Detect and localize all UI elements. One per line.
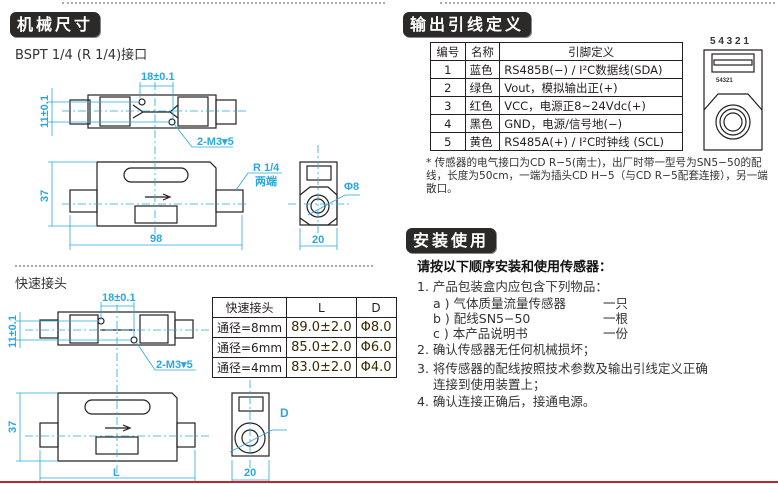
cell: 5	[430, 132, 466, 151]
cell: 1	[430, 60, 466, 79]
dim-length: 98	[150, 233, 162, 245]
dim-height: 11±0.1	[7, 315, 19, 348]
dim-length: L	[113, 467, 120, 479]
cell: 2	[430, 78, 466, 97]
step-3: 3. 将传感器的配线按照技术参数及输出引线定义正确	[417, 361, 708, 376]
cell: 红色	[464, 96, 501, 115]
item-a: a ) 气体质量流量传感器一只	[433, 296, 629, 311]
connector-diagram: 5 4 3 2 1 54321	[703, 36, 763, 151]
cell: 通径=4mm	[211, 357, 288, 378]
quick-connector-label: 快速接头	[15, 277, 68, 292]
bottom-rule	[0, 481, 778, 483]
dim-pitch: 18±0.1	[102, 292, 136, 304]
cell: 通径=6mm	[211, 337, 288, 358]
quick-connector-table: 快速接头 L D 通径=8mm 89.0±2.0 Φ8.0 通径=6mm 85.…	[211, 297, 397, 378]
cell: Φ8.0	[355, 317, 397, 338]
cell: 85.0±2.0	[286, 337, 357, 358]
dim-screw: 2-M3▾5	[197, 136, 234, 148]
thread-right	[215, 99, 237, 125]
install-instructions: 请按以下顺序安装和使用传感器： 1. 产品包装盒内应包含下列物品： a ) 气体…	[417, 259, 777, 410]
section-title-pinout: 输出引线定义	[403, 12, 532, 37]
table-row: 通径=8mm 89.0±2.0 Φ8.0	[211, 317, 397, 338]
header-cell: L	[286, 297, 357, 318]
dim-thread-note: 两端	[255, 174, 277, 188]
header-cell: 名称	[464, 42, 501, 61]
item-c: c ) 本产品说明书一份	[433, 326, 629, 341]
cell: 83.0±2.0	[286, 357, 357, 378]
table-row: 通径=6mm 85.0±2.0 Φ6.0	[211, 337, 397, 358]
dim-diameter: Φ8	[344, 181, 359, 193]
section-title-installation: 安装使用	[406, 228, 497, 253]
install-intro: 请按以下顺序安装和使用传感器：	[417, 260, 613, 275]
step-1: 1. 产品包装盒内应包含下列物品：	[417, 279, 608, 294]
cell: RS485B(−) / I²C数据线(SDA)	[499, 60, 683, 79]
header-cell: 编号	[430, 42, 466, 61]
drawing-quick-end-view: D 20	[229, 380, 289, 483]
dim-pitch: 18±0.1	[141, 71, 175, 83]
cell: 黑色	[464, 114, 501, 133]
step-2: 2. 确认传感器无任何机械损坏；	[417, 342, 596, 357]
cell: 3	[430, 96, 466, 115]
dim-height-side: 37	[39, 190, 51, 202]
header-cell: D	[355, 297, 397, 318]
drawing-quick-connector: 18±0.1 11±0.1 2-M3▾5 37 L	[7, 292, 210, 482]
connector-pin-numbers: 5 4 3 2 1	[710, 36, 749, 47]
cell: 4	[430, 114, 466, 133]
cell: VCC，电源正8~24Vdc(+)	[499, 96, 683, 115]
cell: Φ6.0	[355, 337, 397, 358]
drawing-bspt: 18±0.1 11±0.1 2-M3▾5 R 1/4 两端 Φ8 37 98 2…	[39, 71, 360, 250]
cell: 89.0±2.0	[286, 317, 357, 338]
dim-diameter: D	[280, 406, 289, 420]
dim-width: 20	[312, 234, 324, 246]
connector-pin-numbers-small: 54321	[716, 78, 733, 84]
table-header-row: 编号 名称 引脚定义	[430, 42, 683, 61]
cell: RS485A(+) / I²C时钟线 (SCL)	[499, 132, 683, 151]
cell: 黄色	[464, 132, 501, 151]
dim-screw: 2-M3▾5	[156, 359, 193, 371]
dim-height-side: 37	[7, 421, 19, 433]
cell: GND，电源/信号地(−)	[499, 114, 683, 133]
dim-height: 11±0.1	[39, 95, 51, 128]
cell: 通径=8mm	[211, 317, 288, 338]
dim-width: 20	[244, 467, 256, 479]
bspt-label: BSPT 1/4 (R 1/4)接口	[15, 48, 148, 63]
step-3-cont: 连接到使用装置上；	[433, 377, 546, 392]
section-divider	[15, 265, 373, 267]
wiring-note: * 传感器的电气接口为CD R−5(南士)，出厂时带一型号为SN5−50的配线，…	[426, 157, 768, 195]
top-rule-left	[62, 2, 385, 4]
thread-left	[69, 99, 91, 125]
cell: 蓝色	[464, 60, 501, 79]
top-rule-right	[440, 2, 775, 4]
table-header-row: 快速接头 L D	[211, 297, 397, 318]
table-row: 通径=4mm 83.0±2.0 Φ4.0	[211, 357, 397, 378]
header-cell: 引脚定义	[499, 42, 683, 61]
header-cell: 快速接头	[211, 297, 288, 318]
side-view-body	[96, 161, 217, 227]
step-4: 4. 确认连接正确后，接通电源。	[417, 394, 596, 409]
cell: Φ4.0	[355, 357, 397, 378]
cell: Vout，模拟输出正(+)	[499, 78, 683, 97]
dim-thread: R 1/4	[253, 162, 280, 174]
section-title-dimensions: 机械尺寸	[10, 12, 101, 37]
cell: 绿色	[464, 78, 501, 97]
